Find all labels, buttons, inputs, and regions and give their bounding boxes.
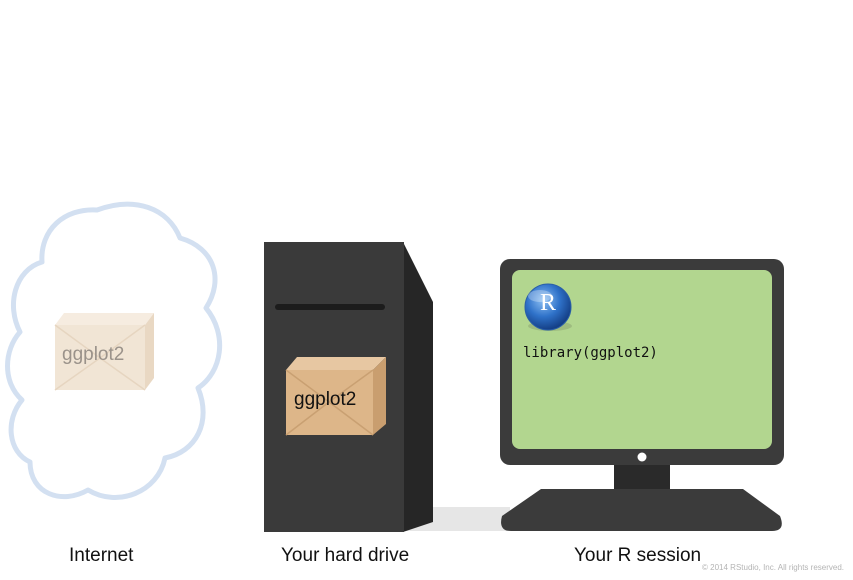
caption-r-session: Your R session <box>574 545 702 566</box>
monitor-icon <box>500 259 784 531</box>
r-logo-icon <box>524 283 572 331</box>
monitor-stand-neck <box>614 465 670 490</box>
package-icon-internet <box>54 313 154 391</box>
package-label-internet: ggplot2 <box>62 344 125 365</box>
screen <box>512 270 772 449</box>
copyright-notice: © 2014 RStudio, Inc. All rights reserved… <box>702 563 844 572</box>
power-light <box>637 452 647 462</box>
r-logo-letter: R <box>539 290 556 316</box>
package-label-drive: ggplot2 <box>294 389 357 410</box>
package-icon-drive <box>285 357 386 436</box>
r-code-line: library(ggplot2) <box>523 345 658 361</box>
monitor-base <box>501 489 782 531</box>
caption-hard-drive: Your hard drive <box>281 545 410 566</box>
caption-internet: Internet <box>69 545 134 566</box>
